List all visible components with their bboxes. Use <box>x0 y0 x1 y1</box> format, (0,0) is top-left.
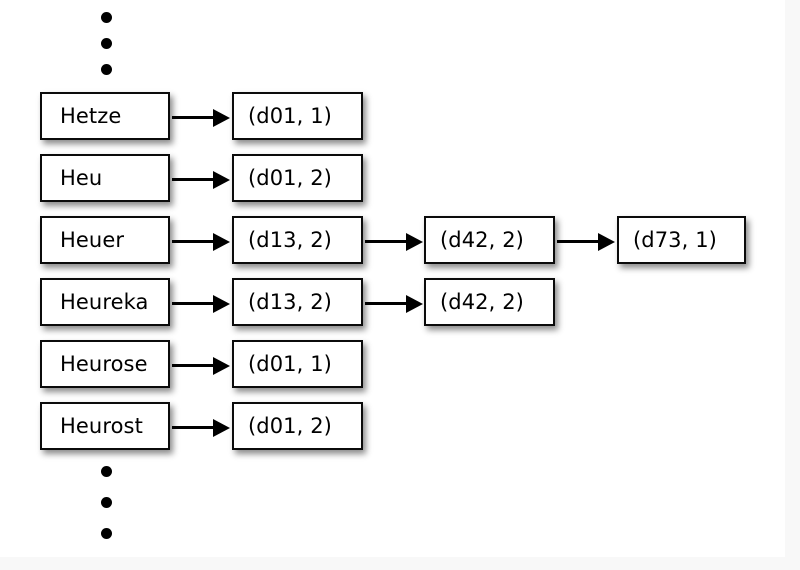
arrow-head-icon <box>213 418 230 437</box>
posting-node: (d01, 1) <box>232 92 363 140</box>
term-node: Heuer <box>40 216 170 264</box>
arrow-head-icon <box>406 294 423 313</box>
ellipsis-dot-icon <box>101 497 112 508</box>
posting-node-label: (d01, 2) <box>248 414 332 438</box>
posting-node: (d01, 2) <box>232 154 363 202</box>
arrow-shaft <box>365 240 409 243</box>
posting-node-label: (d01, 1) <box>248 104 332 128</box>
ellipsis-dot-icon <box>101 38 112 49</box>
term-node-label: Heurost <box>60 414 143 438</box>
term-node-label: Heu <box>60 166 103 190</box>
arrow-shaft <box>172 364 216 367</box>
term-node: Hetze <box>40 92 170 140</box>
term-node: Heu <box>40 154 170 202</box>
term-node-label: Heuer <box>60 228 125 252</box>
page-gutter-right <box>785 0 800 570</box>
arrow-shaft <box>172 178 216 181</box>
arrow-shaft <box>557 240 601 243</box>
arrow-head-icon <box>598 232 615 251</box>
posting-node-label: (d13, 2) <box>248 228 332 252</box>
ellipsis-dot-icon <box>101 528 112 539</box>
arrow-head-icon <box>213 170 230 189</box>
ellipsis-dot-icon <box>101 64 112 75</box>
ellipsis-dot-icon <box>101 466 112 477</box>
posting-node: (d13, 2) <box>232 216 363 264</box>
term-node: Heureka <box>40 278 170 326</box>
term-node-label: Heurose <box>60 352 148 376</box>
posting-node: (d42, 2) <box>424 216 555 264</box>
arrow-head-icon <box>213 356 230 375</box>
arrow-shaft <box>172 240 216 243</box>
term-node-label: Heureka <box>60 290 149 314</box>
posting-node: (d13, 2) <box>232 278 363 326</box>
posting-node-label: (d73, 1) <box>633 228 717 252</box>
term-node: Heurost <box>40 402 170 450</box>
term-node: Heurose <box>40 340 170 388</box>
arrow-head-icon <box>213 294 230 313</box>
arrow-shaft <box>172 302 216 305</box>
posting-node-label: (d42, 2) <box>440 228 524 252</box>
ellipsis-dot-icon <box>101 12 112 23</box>
arrow-head-icon <box>213 232 230 251</box>
page-gutter-bottom <box>0 557 800 570</box>
posting-node: (d42, 2) <box>424 278 555 326</box>
arrow-head-icon <box>213 108 230 127</box>
posting-node-label: (d13, 2) <box>248 290 332 314</box>
arrow-shaft <box>172 426 216 429</box>
arrow-shaft <box>365 302 409 305</box>
posting-node: (d01, 2) <box>232 402 363 450</box>
arrow-head-icon <box>406 232 423 251</box>
arrow-shaft <box>172 116 216 119</box>
posting-node-label: (d01, 1) <box>248 352 332 376</box>
term-node-label: Hetze <box>60 104 122 128</box>
posting-node: (d01, 1) <box>232 340 363 388</box>
posting-node-label: (d01, 2) <box>248 166 332 190</box>
posting-node-label: (d42, 2) <box>440 290 524 314</box>
posting-node: (d73, 1) <box>617 216 746 264</box>
